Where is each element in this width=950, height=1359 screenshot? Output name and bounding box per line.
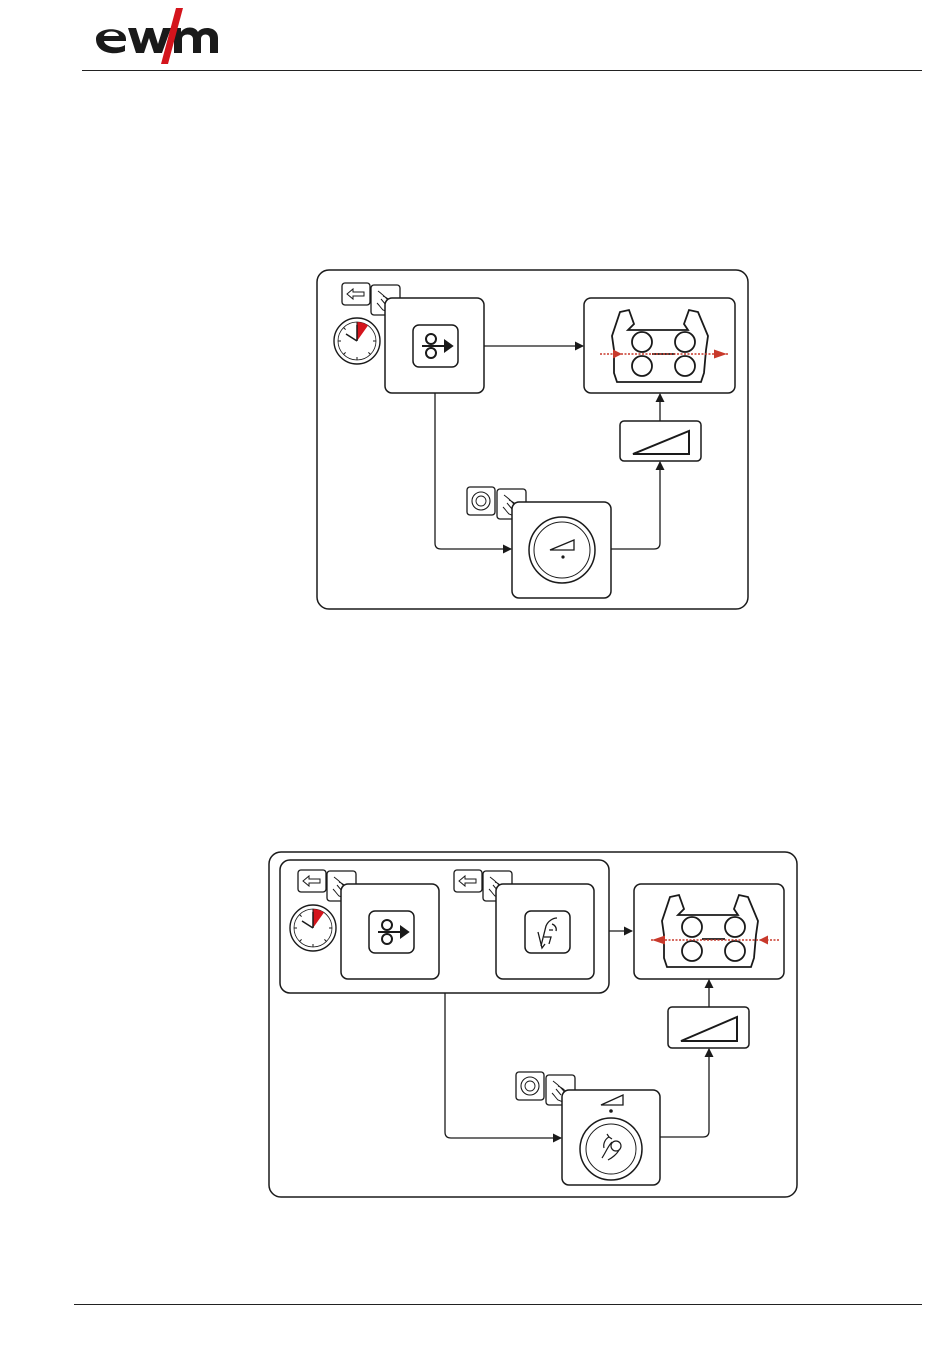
connector bbox=[611, 462, 660, 549]
timer-icon bbox=[334, 318, 380, 364]
wire-feed-rolls bbox=[584, 298, 735, 393]
ramp-indicator bbox=[620, 421, 701, 461]
wire-inching-button[interactable] bbox=[341, 884, 439, 979]
connector bbox=[660, 1049, 709, 1137]
connector bbox=[445, 993, 561, 1138]
ramp-indicator bbox=[668, 1007, 749, 1048]
connector bbox=[435, 393, 511, 549]
timer-icon bbox=[290, 905, 336, 951]
wire-inching-button[interactable] bbox=[385, 298, 484, 393]
diagram-wire-inching bbox=[317, 270, 748, 609]
adjust-knob[interactable] bbox=[512, 502, 611, 598]
wire-feed-rolls bbox=[634, 884, 784, 979]
adjust-knob[interactable] bbox=[562, 1090, 660, 1185]
diagram-wire-return bbox=[269, 852, 797, 1197]
torch-trigger-button[interactable] bbox=[496, 884, 594, 979]
